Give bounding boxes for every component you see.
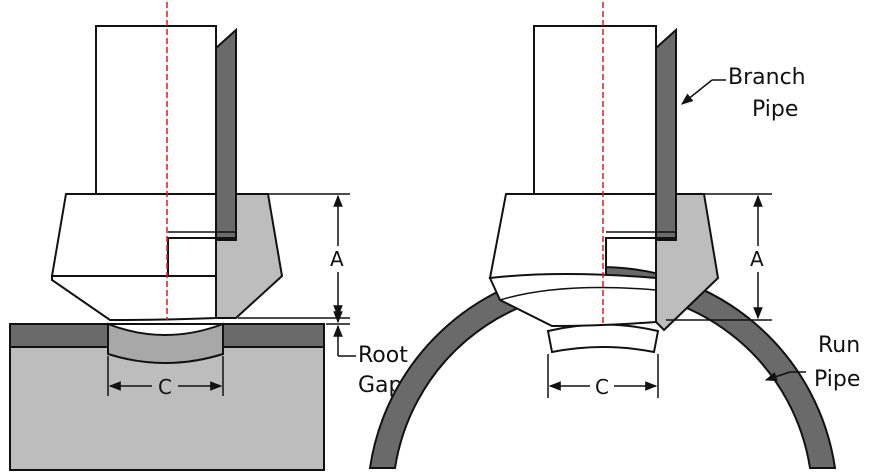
right-lower-bevel (488, 273, 657, 328)
left-lower-bevel (51, 275, 217, 322)
right-bevel-block (488, 193, 657, 279)
left-bevel-block (50, 193, 217, 277)
run-pipe-opening (546, 323, 660, 354)
left-dim-c-label: C (158, 375, 172, 399)
run-pipe-arc (368, 266, 837, 469)
left-view: A Root Gap C (9, 2, 408, 471)
right-dim-c-label: C (595, 375, 609, 399)
root-label: Root (358, 343, 408, 368)
run-pipe-leader (764, 371, 791, 382)
branch-pipe-leader (681, 79, 713, 105)
branch-label: Branch (728, 65, 806, 90)
run-pipe-label: Pipe (814, 367, 860, 392)
right-cut-face (655, 193, 720, 332)
right-pipe-wall (655, 27, 677, 239)
right-branch-pipe (533, 25, 657, 197)
right-dim-a-label: A (750, 247, 764, 271)
branch-pipe-label: Pipe (752, 97, 798, 122)
run-label: Run (818, 333, 860, 358)
left-dim-a-label: A (330, 247, 344, 271)
left-pipe-wall (215, 27, 237, 239)
left-branch-pipe (95, 25, 217, 197)
right-view: A C Branch Pipe Run Pipe (368, 2, 860, 469)
left-cut-face (215, 193, 284, 319)
